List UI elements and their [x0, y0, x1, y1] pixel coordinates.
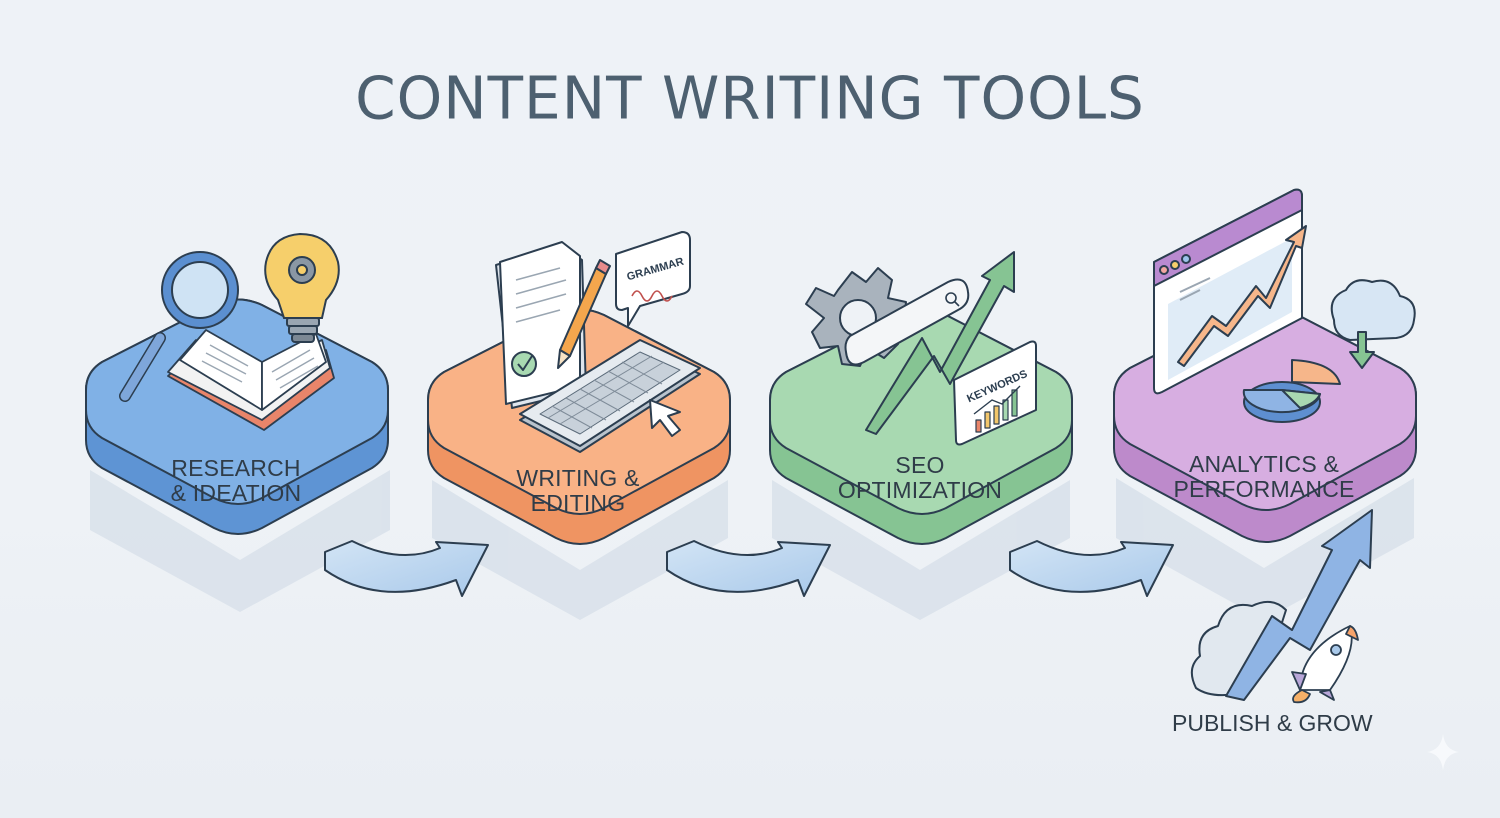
browser-chart-icon — [1153, 188, 1307, 395]
page-title: CONTENT WRITING TOOLS — [355, 63, 1145, 133]
pencil-icon — [557, 259, 611, 369]
open-book-icon — [167, 329, 335, 431]
stage-label-line: RESEARCH — [171, 455, 301, 481]
cloud-download-icon — [1330, 279, 1416, 369]
stage-label-line: PERFORMANCE — [1173, 476, 1355, 502]
magnifying-glass-icon — [119, 251, 239, 402]
connector-arrow-3 — [1009, 540, 1174, 597]
keywords-card-icon: KEYWORDS — [953, 340, 1037, 446]
keyboard-icon — [519, 339, 701, 453]
stage-label-line: WRITING & — [516, 465, 640, 491]
connector-arrow-2 — [666, 540, 831, 597]
grammar-bubble-icon: GRAMMAR — [615, 231, 691, 327]
rocket-icon — [1291, 625, 1359, 704]
stage-label-line: & IDEATION — [170, 480, 302, 506]
stage-label-seo: SEO OPTIMIZATION — [790, 453, 1050, 503]
stage-label-analytics: ANALYTICS & PERFORMANCE — [1134, 452, 1394, 502]
cursor-icon — [649, 399, 681, 437]
stage-label-research: RESEARCH & IDEATION — [106, 456, 366, 506]
stage-label-line: ANALYTICS & — [1188, 451, 1340, 477]
pie-chart-icon — [1242, 359, 1341, 423]
stage-label-line: OPTIMIZATION — [837, 477, 1003, 503]
sparkle-icon — [1427, 734, 1459, 770]
stage-label-writing: WRITING & EDITING — [448, 466, 708, 516]
connector-arrow-1 — [324, 540, 489, 597]
stage-label-line: EDITING — [530, 490, 626, 516]
stage-label-line: SEO — [895, 452, 945, 478]
growth-arrow-icon — [1225, 509, 1373, 701]
final-step-label: PUBLISH & GROW — [1172, 710, 1373, 736]
search-bar-icon — [844, 278, 970, 366]
lightbulb-gear-icon — [264, 232, 340, 343]
trend-arrow-icon — [865, 251, 1015, 435]
